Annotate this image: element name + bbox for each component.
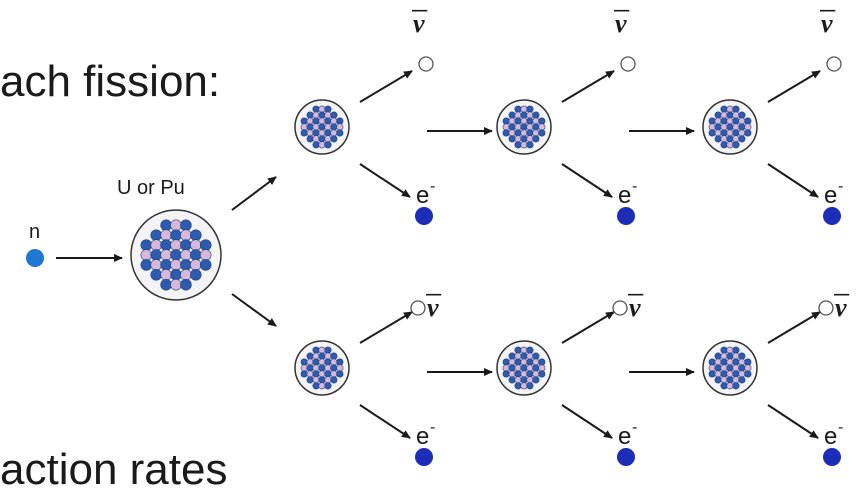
antineutrino-label: ν — [629, 293, 641, 322]
fission-fragment-nucleus — [294, 340, 350, 396]
electron-charge: - — [430, 419, 435, 436]
fission-fragment-nucleus — [702, 340, 758, 396]
decay-step-lower-1: ν e- — [294, 293, 493, 466]
antineutrino-emission-arrow — [767, 70, 821, 103]
antineutrino-particle — [410, 300, 426, 316]
fission-fragment-nucleus — [496, 340, 552, 396]
electron-label: e — [824, 182, 837, 209]
fission-arrow-lower — [231, 293, 277, 327]
electron-label: e — [618, 182, 631, 209]
antineutrino-emission-arrow — [767, 311, 821, 344]
electron-charge: - — [838, 178, 843, 195]
decay-step-upper-2: ν e- — [496, 9, 695, 225]
electron-particle — [823, 448, 841, 466]
antineutrino-emission-arrow — [561, 70, 615, 103]
decay-step-lower-2: ν e- — [496, 293, 695, 466]
slide-heading-fragment: ach fission: — [0, 57, 221, 106]
electron-emission-arrow — [561, 163, 613, 198]
antineutrino-particle — [818, 300, 834, 316]
antineutrino-label: ν — [427, 293, 439, 322]
electron-particle — [415, 448, 433, 466]
decay-step-upper-3: ν e- — [702, 9, 843, 225]
target-nucleus-label: U or Pu — [117, 177, 185, 199]
decay-step-lower-3: ν e- — [702, 293, 850, 466]
electron-charge: - — [430, 178, 435, 195]
fission-fragment-nucleus — [496, 99, 552, 155]
antineutrino-particle — [612, 300, 628, 316]
antineutrino-emission-arrow — [561, 311, 615, 344]
electron-particle — [617, 448, 635, 466]
electron-emission-arrow — [767, 163, 819, 198]
electron-label: e — [416, 423, 429, 450]
antineutrino-label: ν — [821, 9, 833, 38]
fission-fragment-nucleus — [702, 99, 758, 155]
electron-charge: - — [838, 419, 843, 436]
electron-particle — [617, 207, 635, 225]
antineutrino-particle — [418, 56, 434, 72]
electron-emission-arrow — [767, 404, 819, 439]
electron-particle — [823, 207, 841, 225]
electron-charge: - — [632, 419, 637, 436]
decay-chains: νe-νe-νe-νe-νe-νe- — [294, 9, 850, 466]
neutron-particle — [26, 249, 44, 267]
antineutrino-label: ν — [835, 293, 847, 322]
decay-step-upper-1: ν e- — [294, 9, 493, 225]
antineutrino-emission-arrow — [359, 70, 413, 103]
electron-emission-arrow — [561, 404, 613, 439]
target-nucleus — [130, 209, 222, 301]
electron-label: e — [824, 423, 837, 450]
antineutrino-label: ν — [413, 9, 425, 38]
electron-emission-arrow — [359, 404, 411, 439]
fission-arrow-upper — [231, 176, 277, 211]
electron-emission-arrow — [359, 163, 411, 198]
antineutrino-particle — [826, 56, 842, 72]
electron-charge: - — [632, 178, 637, 195]
fission-fragment-nucleus — [294, 99, 350, 155]
antineutrino-particle — [620, 56, 636, 72]
neutron-label: n — [29, 221, 40, 243]
beta-decay-chain-diagram: n U or Pu νe-νe-νe-νe-νe-νe- — [26, 9, 850, 466]
antineutrino-label: ν — [615, 9, 627, 38]
uranium-nucleus — [130, 209, 222, 301]
antineutrino-emission-arrow — [359, 311, 413, 344]
electron-label: e — [618, 423, 631, 450]
electron-label: e — [416, 182, 429, 209]
electron-particle — [415, 207, 433, 225]
